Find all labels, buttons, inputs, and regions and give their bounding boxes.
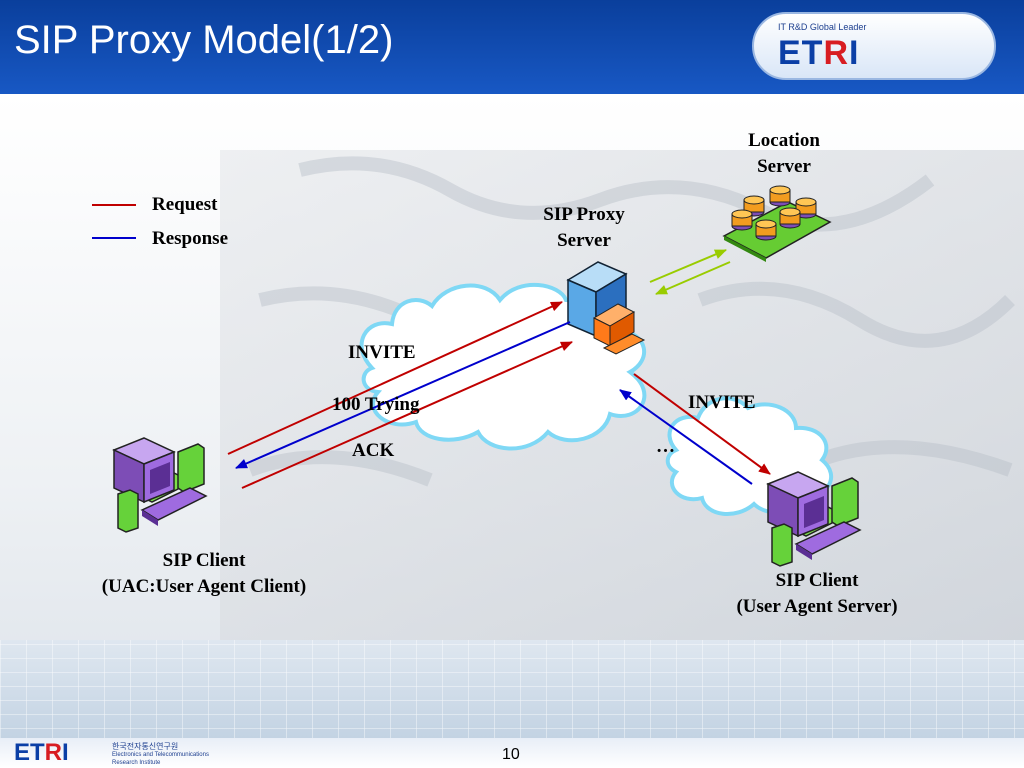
footer-org-line: 한국전자통신연구원 (112, 742, 179, 751)
logo-text-accent: R (823, 34, 850, 72)
world-map-backdrop (220, 150, 1024, 700)
uas-client-computer-icon (766, 471, 862, 567)
invite-request-arrow (227, 301, 563, 455)
ellipsis-message-label: … (656, 436, 675, 457)
location-query-arrow (649, 249, 727, 283)
legend-request-label: Request (152, 194, 218, 215)
uas-response-arrow (619, 389, 753, 485)
location-reply-arrow (655, 261, 731, 295)
uac-client-label: SIP Client (UAC:User Agent Client) (66, 548, 342, 600)
invite-forward-message-label: INVITE (688, 392, 756, 413)
footer-logo-right: I (62, 739, 69, 766)
proxy-server-label-text: SIP Proxy Server (543, 204, 625, 251)
logo-text-left: ET (778, 34, 824, 72)
brand-tagline: IT R&D Global Leader (778, 22, 867, 32)
footer-logo-left: ET (14, 739, 45, 766)
ack-request-arrow (241, 341, 573, 489)
logo-text-right: I (849, 34, 860, 72)
footer-org-name: 한국전자통신연구원 Electronics and Telecommunicat… (112, 742, 209, 767)
uas-client-label-text: SIP Client (User Agent Server) (736, 570, 898, 617)
slide-footer (0, 738, 1024, 768)
etri-logo: ETRI (778, 34, 859, 73)
floor-grid-lines (0, 640, 1024, 738)
trying-response-arrow (235, 321, 571, 469)
location-server-label-text: Location Server (748, 130, 820, 177)
invite-forward-arrow (633, 373, 771, 475)
uac-client-label-text: SIP Client (UAC:User Agent Client) (101, 550, 307, 597)
footer-org-line: Research Institute (112, 760, 161, 766)
footer-logo-accent: R (44, 739, 63, 766)
uac-client-computer-icon (112, 437, 208, 533)
proxy-server-icon (566, 261, 646, 355)
trying-message-label: 100 Trying (332, 394, 420, 415)
page-number: 10 (502, 746, 520, 763)
footer-etri-logo: ETRI (14, 739, 69, 767)
uas-client-label: SIP Client (User Agent Server) (704, 568, 930, 620)
location-server-label: Location Server (734, 128, 834, 180)
slide-title: SIP Proxy Model(1/2) (14, 18, 394, 62)
database-cluster-icon (722, 185, 832, 262)
footer-org-line: Electronics and Telecommunications (112, 752, 209, 758)
invite-message-label: INVITE (348, 342, 416, 363)
etri-brand-badge: IT R&D Global Leader ETRI (752, 12, 996, 80)
ack-message-label: ACK (352, 440, 395, 461)
slide-header: SIP Proxy Model(1/2) IT R&D Global Leade… (0, 0, 1024, 94)
proxy-server-label: SIP Proxy Server (524, 202, 644, 254)
legend-response-label: Response (152, 228, 229, 249)
